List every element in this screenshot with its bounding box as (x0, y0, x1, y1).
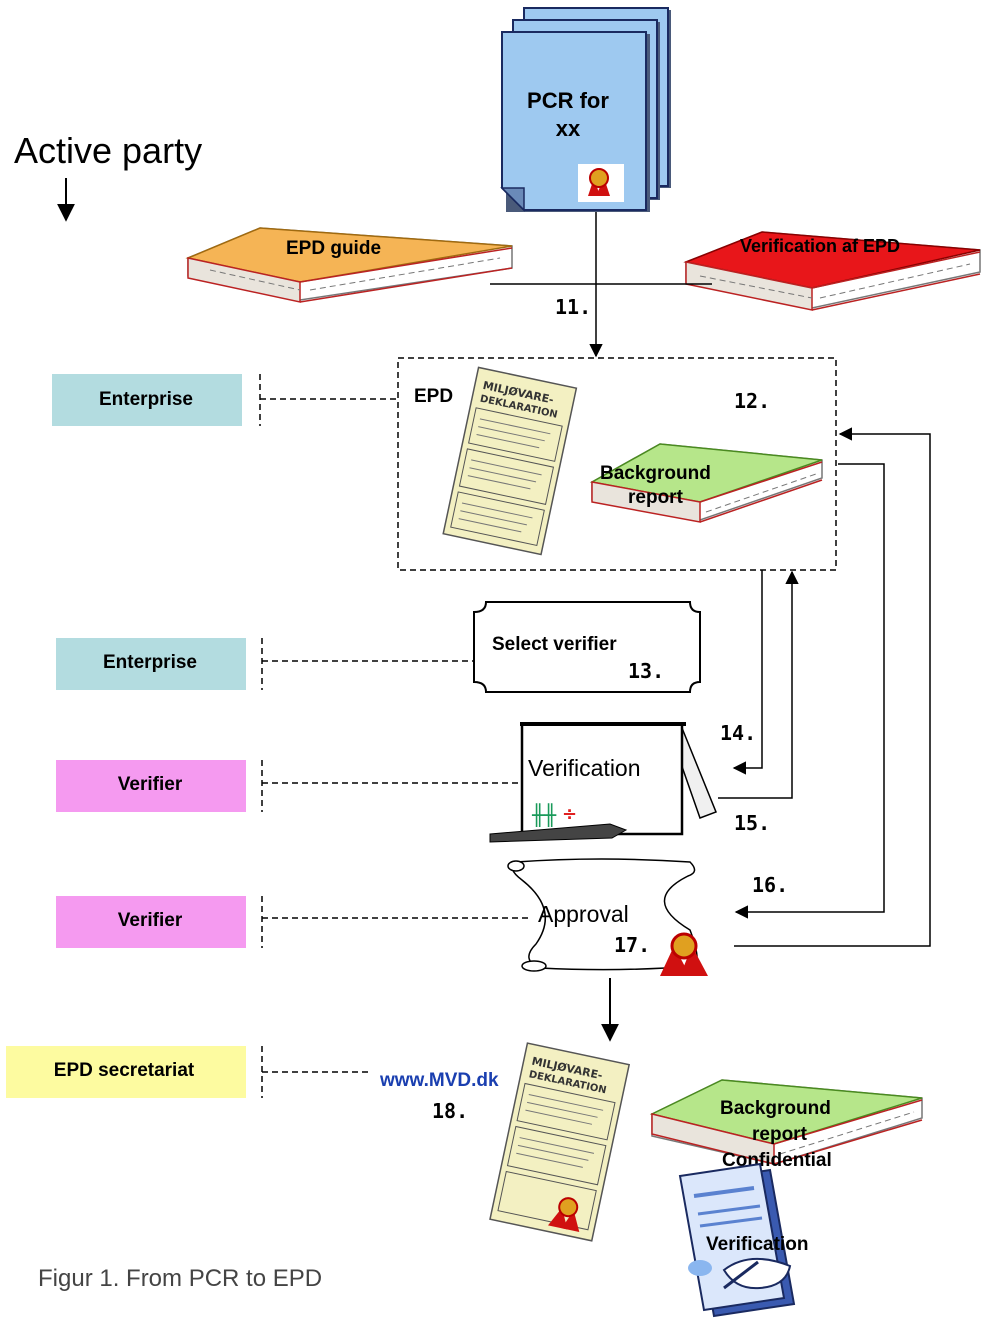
confidential-report-book-icon (649, 1079, 923, 1165)
step-12: 12. (734, 389, 770, 413)
arrow-step-14 (732, 570, 763, 775)
verification-card-icon: ╫╫ ÷ (489, 722, 717, 843)
epd-guide-book-icon (185, 227, 513, 303)
step-16: 16. (752, 873, 788, 897)
enterprise-role-box-1 (52, 374, 242, 426)
select-verifier-panel (473, 601, 701, 693)
epd-guide-label: EPD guide (286, 238, 381, 259)
verifier-role-label-2: Verifier (118, 910, 183, 931)
approval-scroll-icon (507, 858, 708, 976)
epd-secretariat-role-label: EPD secretariat (54, 1060, 195, 1081)
epd-secretariat-role-box (6, 1046, 246, 1098)
declaration-leaflet-icon: MILJØVARE- DEKLARATION (442, 366, 578, 556)
step-13: 13. (628, 659, 664, 683)
seal-icon (578, 164, 624, 202)
verification-book-icon (683, 231, 981, 311)
arrow-step-15 (718, 570, 799, 799)
arrow-step-16 (734, 463, 885, 919)
step-15: 15. (734, 811, 770, 835)
step-18: 18. (432, 1099, 468, 1123)
verification-of-epd-label: Verification af EPD (740, 236, 900, 256)
arrow-step-17 (734, 427, 931, 947)
verifier-role-box-1 (56, 760, 246, 812)
enterprise-role-label-1: Enterprise (99, 389, 193, 410)
confidential-report-line1: Background (720, 1098, 831, 1119)
step-14: 14. (720, 721, 756, 745)
background-report-line1: Background (600, 463, 711, 484)
approval-label: Approval (538, 901, 629, 927)
confidential-report-line2: report (752, 1124, 808, 1145)
mvd-url-link[interactable]: www.MVD.dk (379, 1070, 499, 1091)
background-report-book-icon (589, 443, 823, 523)
step-17: 17. (614, 933, 650, 957)
signed-verification-document-icon (678, 1162, 796, 1318)
enterprise-role-label-2: Enterprise (103, 652, 197, 673)
pcr-title-line1: PCR for (527, 88, 609, 113)
figure-caption: Figur 1. From PCR to EPD (38, 1265, 322, 1292)
background-report-line2: report (628, 487, 684, 508)
verification-label: Verification (528, 755, 641, 781)
published-verification-label: Verification (706, 1234, 808, 1255)
active-party-label: Active party (14, 130, 202, 171)
epd-label: EPD (414, 386, 453, 407)
enterprise-role-box-2 (56, 638, 246, 690)
step-11: 11. (555, 295, 591, 319)
pcr-document-stack: PCR for xx (500, 7, 671, 212)
published-declaration-icon: MILJØVARE- DEKLARATION (489, 1042, 631, 1242)
select-verifier-label: Select verifier (492, 634, 617, 655)
svg-text:╫╫: ╫╫ (531, 803, 557, 827)
svg-text:÷: ÷ (562, 804, 577, 825)
verifier-role-box-2 (56, 896, 246, 948)
verifier-role-label-1: Verifier (118, 774, 183, 795)
pcr-title-line2: xx (556, 116, 581, 141)
epd-group-box (397, 357, 837, 571)
